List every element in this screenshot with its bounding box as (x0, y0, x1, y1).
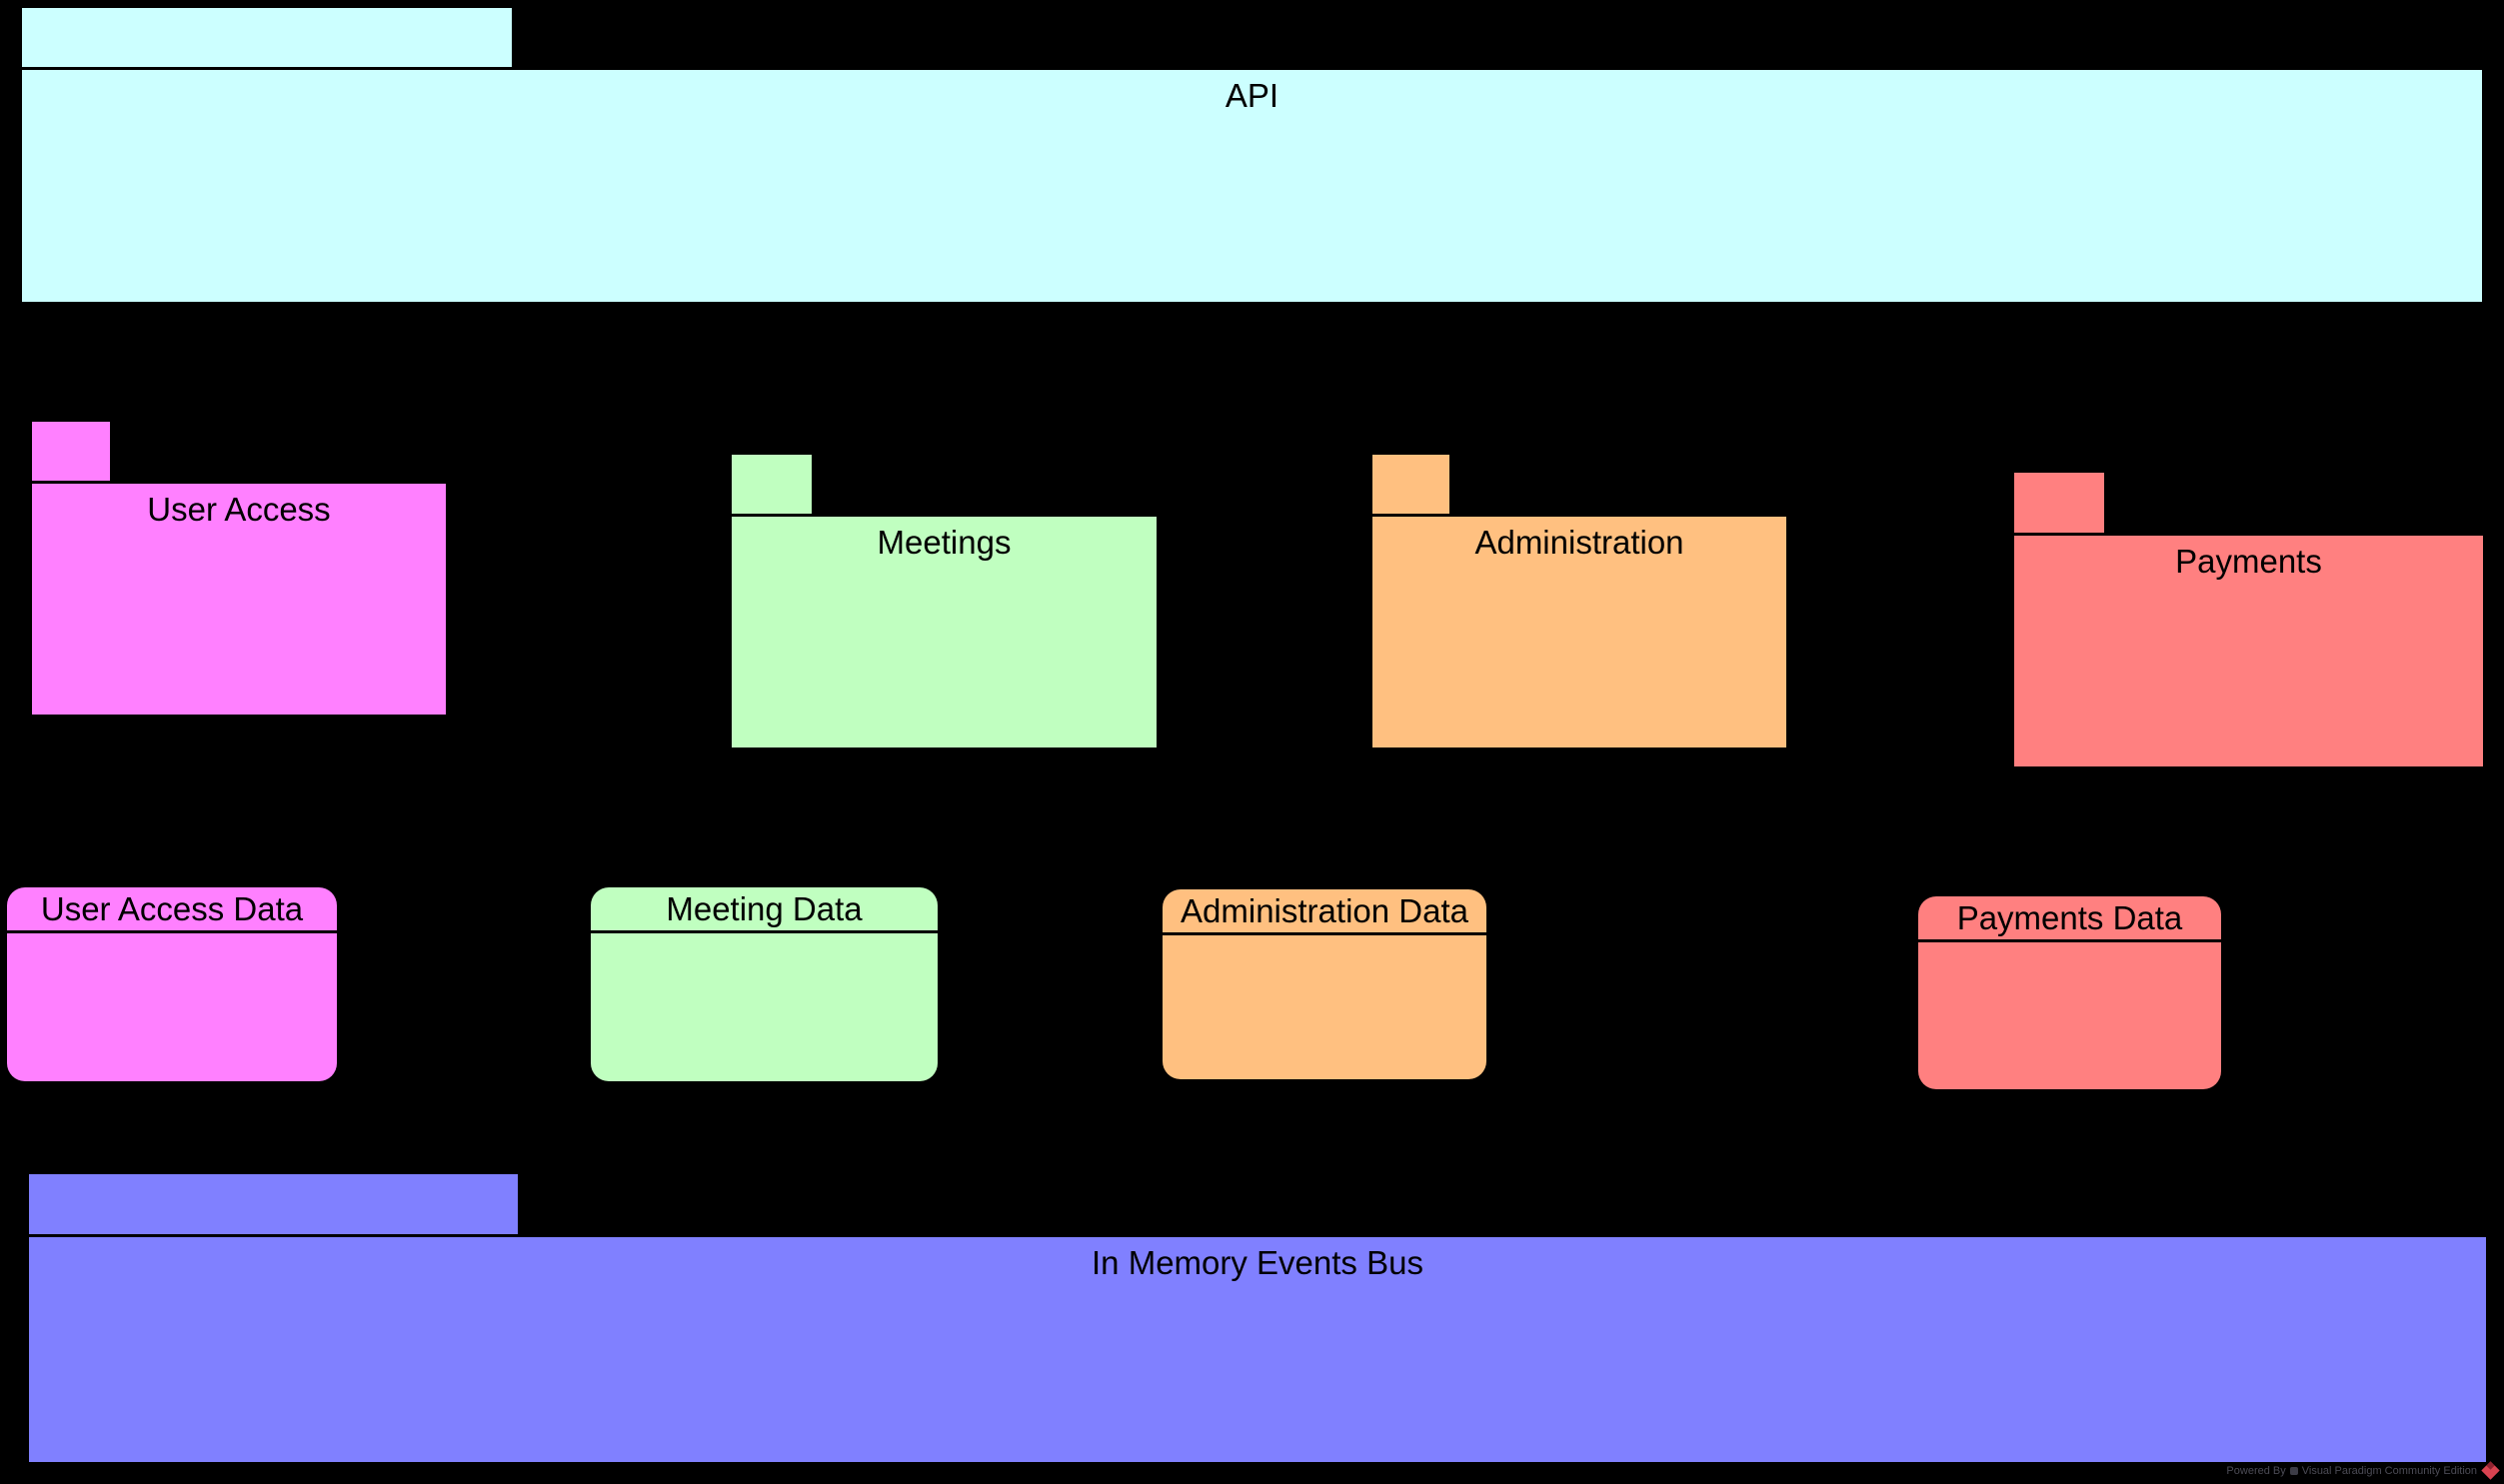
data-store-meeting-data-header: Meeting Data (591, 887, 938, 933)
data-store-administration-data-label: Administration Data (1181, 891, 1468, 929)
package-api-tab (22, 8, 512, 67)
package-meetings-label: Meetings (877, 524, 1012, 561)
data-store-payments-data-header: Payments Data (1918, 896, 2221, 942)
data-store-user-access-data-label: User Access Data (40, 889, 304, 927)
data-store-administration-data-header: Administration Data (1163, 889, 1486, 935)
data-store-meeting-data[interactable]: Meeting Data (591, 887, 938, 1081)
package-events-bus-tab (29, 1174, 518, 1234)
data-store-payments-data[interactable]: Payments Data (1918, 896, 2221, 1089)
package-payments-tab (2014, 473, 2104, 533)
data-store-payments-data-label: Payments Data (1956, 898, 2183, 936)
package-payments-label: Payments (2175, 543, 2322, 580)
package-administration-tab (1372, 455, 1449, 514)
data-store-user-access-data-header: User Access Data (7, 887, 337, 933)
package-meetings-tab (732, 455, 812, 514)
package-administration[interactable]: Administration (1372, 514, 1786, 747)
package-user-access-label: User Access (147, 491, 331, 528)
package-administration-label: Administration (1474, 524, 1684, 561)
package-user-access-tab (32, 422, 110, 481)
visual-paradigm-inline-logo-icon (2289, 1466, 2298, 1475)
data-store-administration-data[interactable]: Administration Data (1163, 889, 1486, 1079)
package-events-bus[interactable]: In Memory Events Bus (29, 1234, 2486, 1462)
visual-paradigm-logo-icon (2481, 1461, 2500, 1480)
data-store-meeting-data-label: Meeting Data (666, 889, 863, 927)
watermark-suffix: Visual Paradigm Community Edition (2301, 1464, 2477, 1477)
package-events-bus-label: In Memory Events Bus (1092, 1244, 1423, 1281)
package-api[interactable]: API (22, 67, 2482, 302)
watermark: Powered By Visual Paradigm Community Edi… (2226, 1461, 2501, 1480)
package-api-label: API (1225, 77, 1279, 114)
package-user-access[interactable]: User Access (32, 481, 446, 715)
package-meetings[interactable]: Meetings (732, 514, 1157, 747)
watermark-prefix: Powered By (2226, 1464, 2286, 1477)
data-store-user-access-data[interactable]: User Access Data (7, 887, 337, 1081)
package-payments[interactable]: Payments (2014, 533, 2483, 766)
